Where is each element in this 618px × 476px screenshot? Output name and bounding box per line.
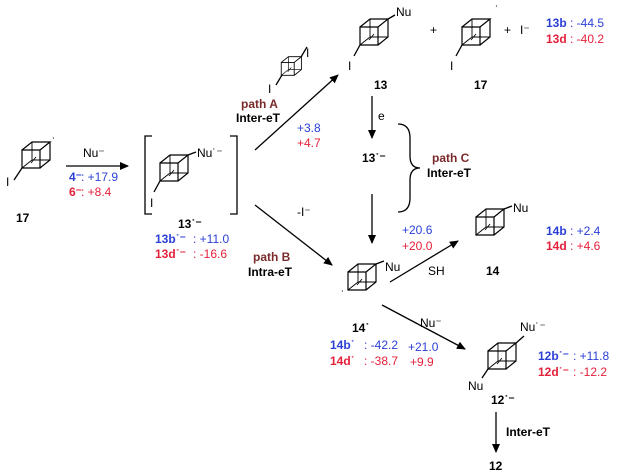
electron-label: e [378, 109, 385, 123]
compound-13-radical-label: 13˙⁻ [178, 217, 202, 231]
energy-13d-top-label: 13d [546, 32, 567, 46]
iodide-loss-label: -I⁻ [297, 205, 311, 219]
arrow-path-b [254, 204, 333, 266]
energy-14b-radical-label: 14b˙ [330, 338, 355, 352]
path-c-value-blue: +20.6 [402, 223, 433, 237]
energy-13b-top-value: : -44.5 [570, 16, 604, 30]
energy-14d-radical-value: : -38.7 [364, 354, 398, 368]
atom-i: I [348, 59, 351, 73]
atom-nu: Nu [396, 5, 411, 19]
atom-nu: Nu [468, 379, 483, 393]
radical-dot: ˙ [495, 3, 499, 17]
path-c-brace [397, 123, 421, 213]
molecule-17-top [455, 18, 491, 57]
atom-i: I [306, 46, 309, 60]
atom-i: I [6, 175, 9, 189]
compound-13-radical-mid-label: 13˙⁻ [362, 151, 386, 165]
atom-nu: Nu [513, 201, 528, 215]
plus-sign: + [504, 23, 511, 37]
radical-dot: ˙ [52, 135, 56, 149]
energy-14d-value: : +4.6 [570, 239, 601, 253]
atom-i: I [150, 196, 153, 210]
arrow-to-14 [389, 240, 459, 283]
sh-label: SH [428, 264, 445, 278]
bracket-left [144, 135, 152, 215]
energy-14b-radical-value: : -42.2 [364, 338, 398, 352]
molecule-13-radical-anion [153, 151, 197, 193]
molecule-17-left [13, 141, 51, 181]
plus-sign: + [430, 23, 437, 37]
bracket-right [230, 135, 238, 215]
molecule-14 [475, 205, 513, 236]
energy-14d-radical-label: 14d˙ [330, 354, 355, 368]
compound-12-label: 12 [489, 459, 503, 473]
atom-i: I [268, 82, 271, 96]
energy-12d-value: : -12.2 [573, 365, 607, 379]
energy-14b-label: 14b [546, 224, 567, 238]
compound-14-radical-label: 14˙ [352, 321, 369, 335]
arrow-to-12-radical [381, 304, 466, 350]
path-d-value-blue: +21.0 [408, 340, 439, 354]
arrow-path-a [254, 74, 339, 151]
path-c-label: path C [432, 151, 470, 165]
energy-13d-value: : -16.6 [193, 247, 227, 261]
compound-17-label: 17 [16, 211, 30, 225]
energy-13d-label: 13d˙⁻ [155, 247, 186, 261]
energy-6-value: : +8.4 [81, 185, 112, 199]
energy-14d-label: 14d [546, 239, 567, 253]
compound-12-radical-label: 12˙⁻ [491, 393, 515, 407]
atom-nu-radical: Nu˙⁻ [520, 320, 546, 334]
nucleophile-label-2: Nu⁻ [420, 316, 442, 330]
energy-13b-top-label: 13b [546, 16, 567, 30]
path-d-value-red: +9.9 [410, 355, 434, 369]
path-b-label: path B [253, 250, 291, 264]
nucleophile-label: Nu⁻ [83, 146, 105, 160]
energy-12d-label: 12d˙⁻ [538, 365, 569, 379]
energy-13b-label: 13b˙⁻ [155, 232, 186, 246]
molecule-12-radical-anion [481, 335, 525, 379]
path-a-label: path A [241, 97, 278, 111]
path-b-intra-et: Intra-eT [248, 265, 293, 279]
radical-dot: ˙ [341, 288, 345, 302]
energy-12b-label: 12b˙⁻ [538, 349, 569, 363]
atom-i: I [450, 59, 453, 73]
final-inter-et: Inter-eT [506, 425, 551, 439]
molecule-14-radical [347, 260, 385, 291]
energy-13b-value: : +11.0 [193, 232, 229, 246]
path-a-value-blue: +3.8 [297, 121, 321, 135]
energy-6-label: 6⁻ [69, 185, 82, 199]
iodide-anion: I⁻ [520, 23, 530, 37]
path-a-value-red: +4.7 [297, 136, 321, 150]
energy-4-label: 4⁻ [69, 170, 82, 184]
compound-13-label: 13 [374, 78, 388, 92]
energy-4-value: : +17.9 [81, 170, 118, 184]
compound-17-top-label: 17 [474, 78, 488, 92]
energy-13d-top-value: : -40.2 [570, 32, 604, 46]
atom-nu-radical: Nu˙⁻ [197, 146, 223, 160]
molecule-diiodide [275, 46, 308, 86]
atom-nu: Nu [385, 260, 400, 274]
energy-14b-value: : +2.4 [570, 224, 601, 238]
path-c-inter-et: Inter-eT [427, 166, 472, 180]
path-a-inter-et: Inter-eT [236, 111, 281, 125]
compound-14-label: 14 [486, 264, 500, 278]
energy-12b-value: : +11.8 [573, 349, 609, 363]
molecule-13 [353, 14, 396, 57]
path-c-value-red: +20.0 [402, 239, 433, 253]
